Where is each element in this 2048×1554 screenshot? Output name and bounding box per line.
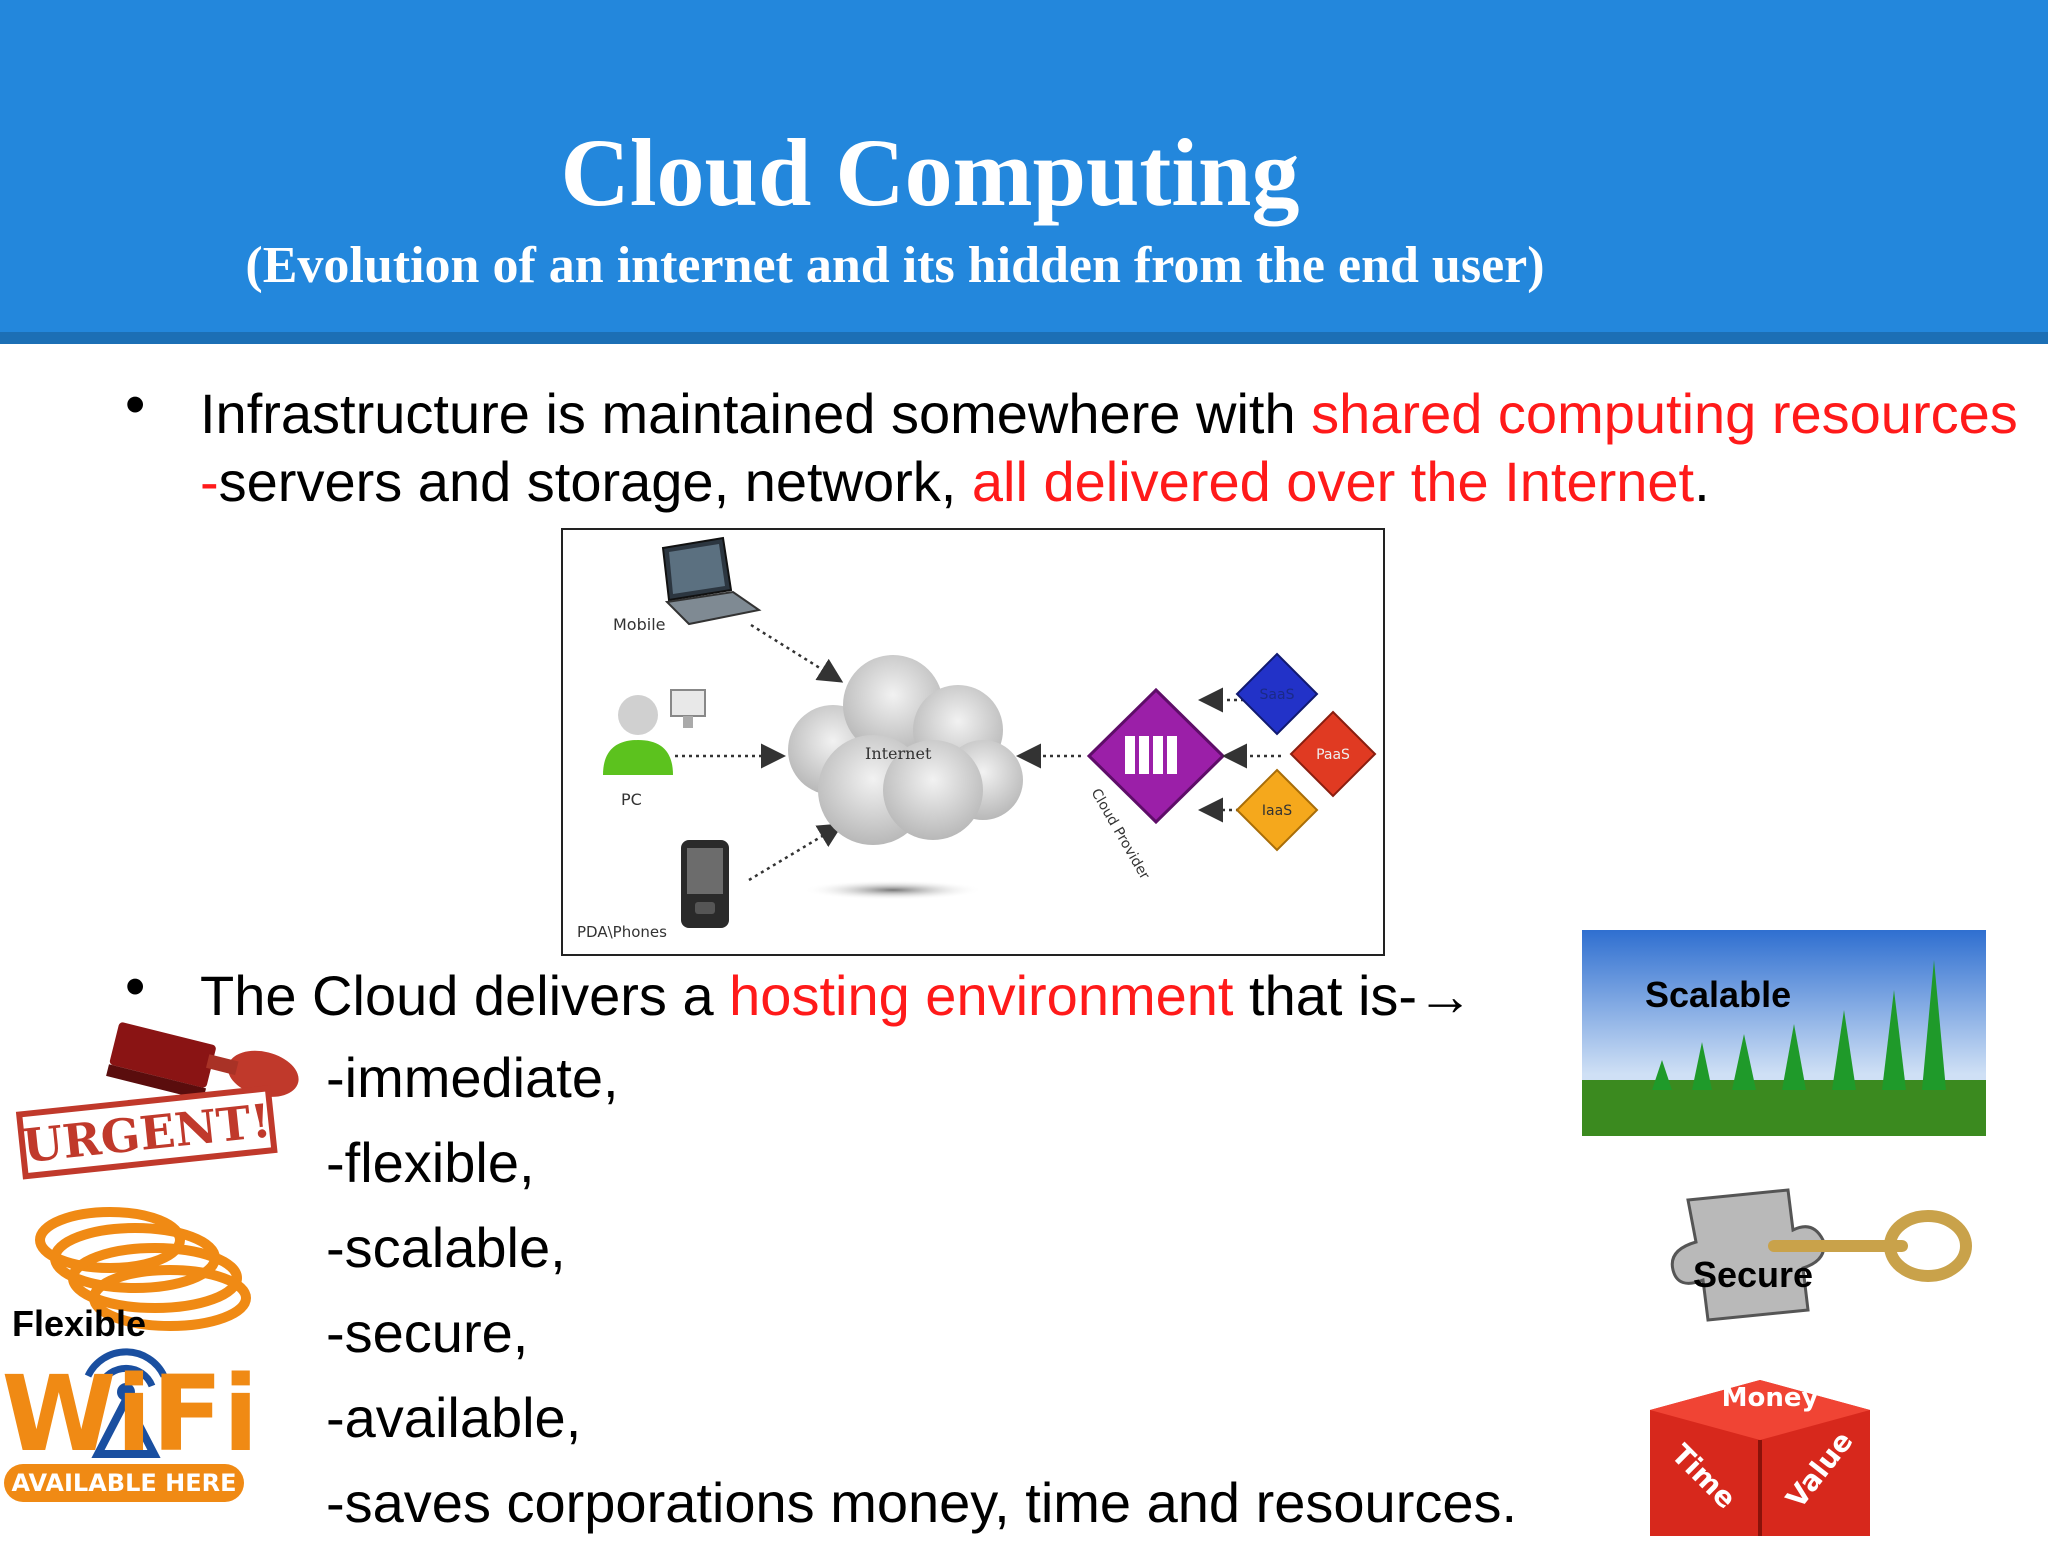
internet-cloud-icon	[788, 655, 1023, 900]
text-segment: Infrastructure is maintained somewhere w…	[200, 382, 1312, 445]
paas-diamond-icon	[1289, 710, 1377, 798]
list-item: -immediate,	[326, 1046, 619, 1109]
arrow-mobile-internet	[750, 623, 844, 683]
urgent-stamp-image: URGENT!	[0, 1010, 300, 1180]
label-iaas: IaaS	[1262, 803, 1292, 819]
header-divider	[0, 332, 2048, 344]
label-saas: SaaS	[1260, 687, 1295, 703]
bullet-text-infrastructure: Infrastructure is maintained somewhere w…	[200, 380, 2020, 516]
flexible-spring-image	[0, 1196, 260, 1336]
highlight-hosting-environment: hosting environment	[729, 964, 1234, 1027]
text-segment: .	[1694, 450, 1710, 513]
list-item: -secure,	[326, 1301, 529, 1364]
saas-diamond-icon	[1235, 652, 1319, 736]
iaas-diamond-icon	[1235, 768, 1319, 852]
slide-subtitle: (Evolution of an internet and its hidden…	[245, 237, 1545, 294]
scalable-label: Scalable	[1645, 974, 1792, 1015]
wifi-sign-image: WiFi AVAILABLE HERE	[0, 1334, 270, 1536]
label-paas: PaaS	[1316, 747, 1350, 763]
highlight-shared-resources: shared computing resources -	[200, 382, 2018, 513]
text-segment: that is-→	[1233, 964, 1474, 1027]
list-item: -scalable,	[326, 1216, 566, 1279]
cloud-diagram: Mobile PC PDA\Phones	[561, 528, 1385, 956]
list-item: -available,	[326, 1386, 582, 1449]
label-pda: PDA\Phones	[577, 923, 667, 941]
user-pc-icon	[603, 689, 706, 775]
list-item: -flexible,	[326, 1131, 535, 1194]
list-item: -saves corporations money, time and reso…	[326, 1471, 1518, 1534]
bullet-point: •	[125, 954, 146, 1019]
secure-label: Secure	[1693, 1254, 1814, 1295]
label-mobile: Mobile	[613, 615, 665, 634]
slide-header	[0, 0, 2048, 332]
bullet-text-hosting: The Cloud delivers a hosting environment…	[200, 962, 1473, 1030]
bullet-point: •	[125, 372, 146, 437]
properties-list: -immediate, -flexible, -scalable, -secur…	[326, 1044, 1517, 1554]
cloud-diagram-svg: Mobile PC PDA\Phones	[577, 536, 1377, 941]
wifi-available-text: AVAILABLE HERE	[12, 1469, 237, 1497]
text-segment: servers and storage, network,	[218, 450, 972, 513]
arrow-pda-internet	[748, 823, 844, 882]
money-text: Money	[1722, 1383, 1819, 1413]
secure-puzzle-key-image	[1618, 1160, 1978, 1350]
flexible-label: Flexible	[12, 1303, 147, 1344]
wifi-text: WiFi	[1, 1353, 258, 1475]
cloud-provider-icon	[1086, 687, 1226, 825]
pda-icon	[681, 840, 729, 928]
text-segment: The Cloud delivers a	[200, 964, 730, 1027]
highlight-delivered-internet: all delivered over the Internet	[971, 450, 1695, 513]
label-internet: Internet	[865, 744, 932, 763]
slide-title: Cloud Computing	[560, 119, 1300, 226]
money-time-value-dice-image: Money Time Value	[1640, 1370, 1880, 1536]
scalable-arrows-image	[1582, 930, 1986, 1136]
label-pc: PC	[621, 790, 642, 809]
laptop-icon	[661, 536, 762, 626]
